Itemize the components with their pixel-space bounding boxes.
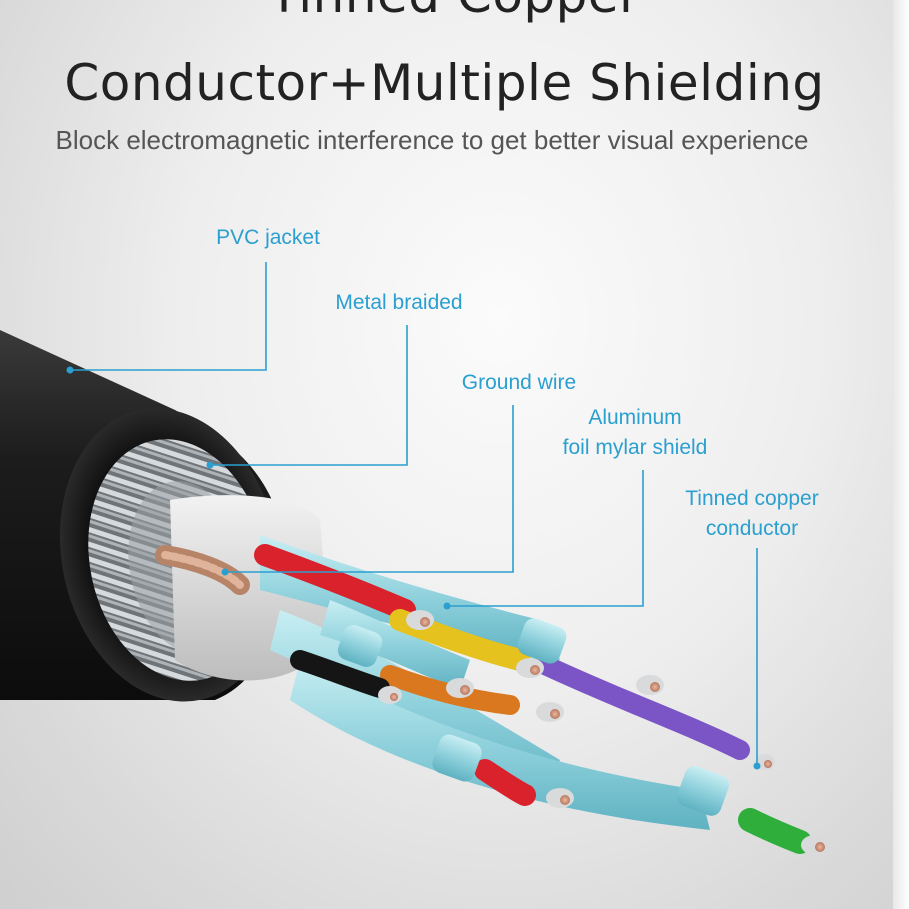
title-line-2: Conductor+Multiple Shielding	[64, 54, 825, 112]
ground-wire	[155, 545, 250, 595]
callout-leader-lines	[70, 262, 758, 766]
subtitle: Block electromagnetic interference to ge…	[55, 125, 809, 155]
foil-ferrules	[337, 618, 729, 816]
foil-pairs	[260, 535, 710, 830]
callout-tinned-line-1: Tinned copper	[685, 487, 819, 510]
callout-tinned-line-2: conductor	[705, 517, 799, 540]
background-edge	[893, 0, 909, 909]
callout-pvc-jacket: PVC jacket	[216, 226, 320, 249]
callout-aluminum-foil: Aluminum foil mylar shield	[540, 403, 730, 463]
stranded-copper-tips	[378, 610, 829, 855]
colored-conductors	[254, 544, 812, 854]
callout-tinned-copper: Tinned copper conductor	[662, 484, 842, 544]
title-line-1: Tinned Copper	[0, 0, 909, 24]
callout-ground-wire: Ground wire	[461, 371, 577, 394]
callout-metal-braided: Metal braided	[335, 291, 463, 314]
callout-aluminum-line-2: foil mylar shield	[562, 436, 708, 459]
callout-anchor-dots	[66, 366, 761, 770]
callout-aluminum-line-1: Aluminum	[588, 406, 682, 429]
